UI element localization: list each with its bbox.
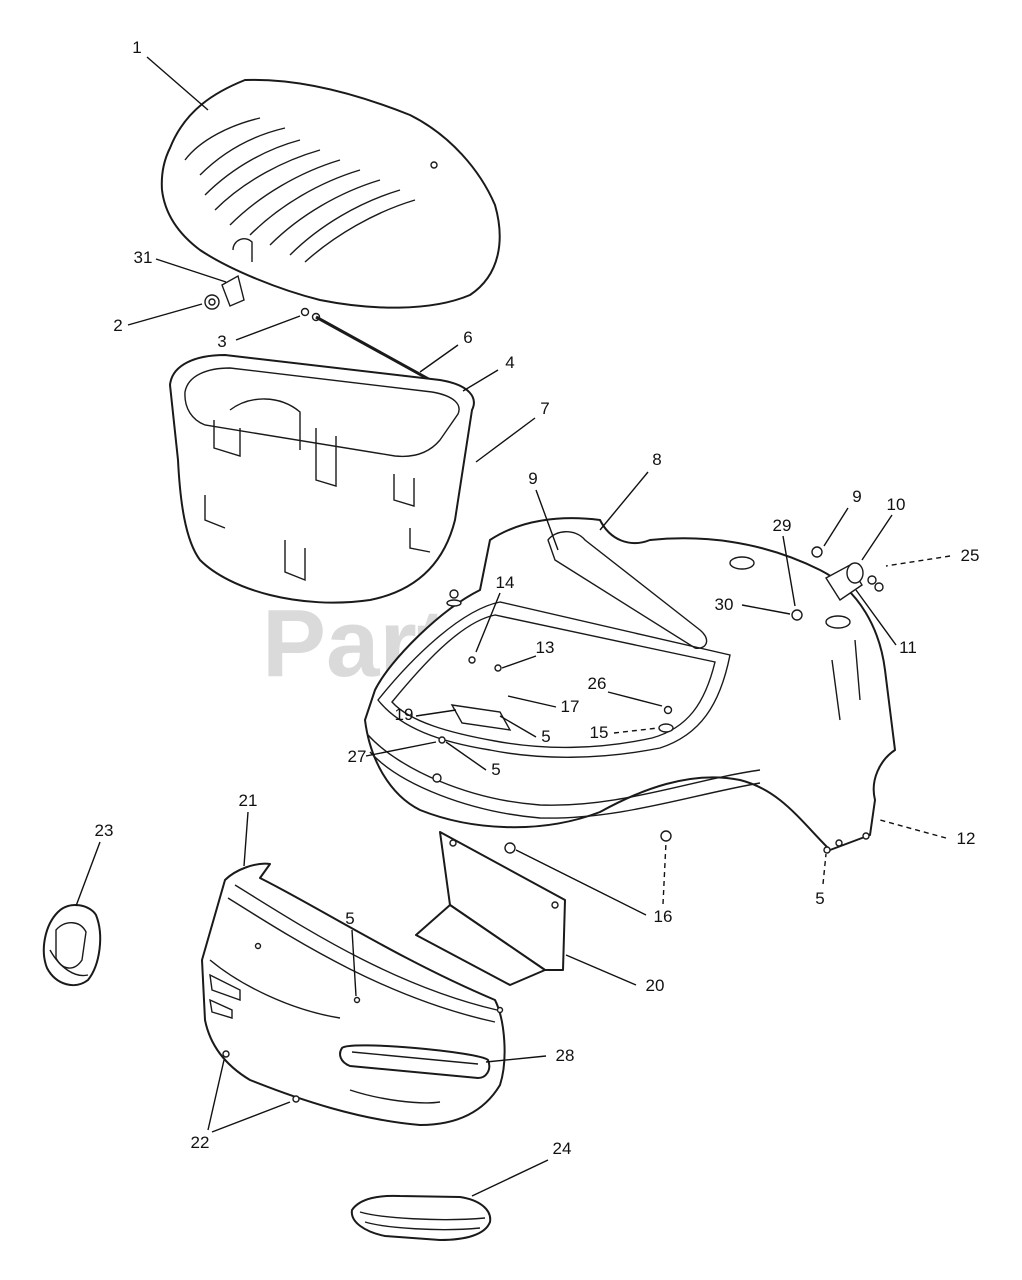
callout-20: 20: [646, 976, 665, 995]
callout-30: 30: [715, 595, 734, 614]
callout-16: 16: [654, 907, 673, 926]
callout-25: 25: [961, 546, 980, 565]
callout-19: 19: [395, 705, 414, 724]
callout-5: 5: [815, 889, 824, 908]
body-fasteners-group: [432, 589, 870, 854]
callout-5: 5: [345, 909, 354, 928]
headlight-lens-bottom-part: [350, 1194, 492, 1241]
seat-cover-part: [160, 78, 501, 309]
mounting-plate-part: [415, 831, 566, 986]
callout-24: 24: [553, 1139, 572, 1158]
callout-5: 5: [491, 760, 500, 779]
callout-7: 7: [540, 399, 549, 418]
callout-8: 8: [652, 450, 661, 469]
callout-9: 9: [528, 469, 537, 488]
callout-10: 10: [887, 495, 906, 514]
callout-2: 2: [113, 316, 122, 335]
callout-28: 28: [556, 1046, 575, 1065]
callout-11: 11: [899, 638, 917, 657]
callout-26: 26: [588, 674, 607, 693]
callout-12: 12: [957, 829, 976, 848]
callout-29: 29: [773, 516, 792, 535]
callout-13: 13: [536, 638, 555, 657]
callout-21: 21: [239, 791, 258, 810]
callout-23: 23: [95, 821, 114, 840]
ignition-switch-part: [791, 546, 884, 621]
callout-6: 6: [463, 328, 472, 347]
callout-5: 5: [541, 727, 550, 746]
callout-22: 22: [191, 1133, 210, 1152]
callout-31: 31: [134, 248, 153, 267]
storage-tub-part: [169, 354, 475, 604]
callout-17: 17: [561, 697, 580, 716]
front-bumper-part: [201, 862, 506, 1126]
callout-27: 27: [348, 747, 367, 766]
callout-15: 15: [590, 723, 609, 742]
headlight-lens-left-part: [42, 904, 102, 987]
callout-4: 4: [505, 353, 514, 372]
callout-14: 14: [496, 573, 515, 592]
callout-3: 3: [217, 332, 226, 351]
leader-lines: [75, 56, 951, 1197]
callout-1: 1: [132, 38, 141, 57]
rear-body-part: [364, 517, 896, 851]
callout-9: 9: [852, 487, 861, 506]
